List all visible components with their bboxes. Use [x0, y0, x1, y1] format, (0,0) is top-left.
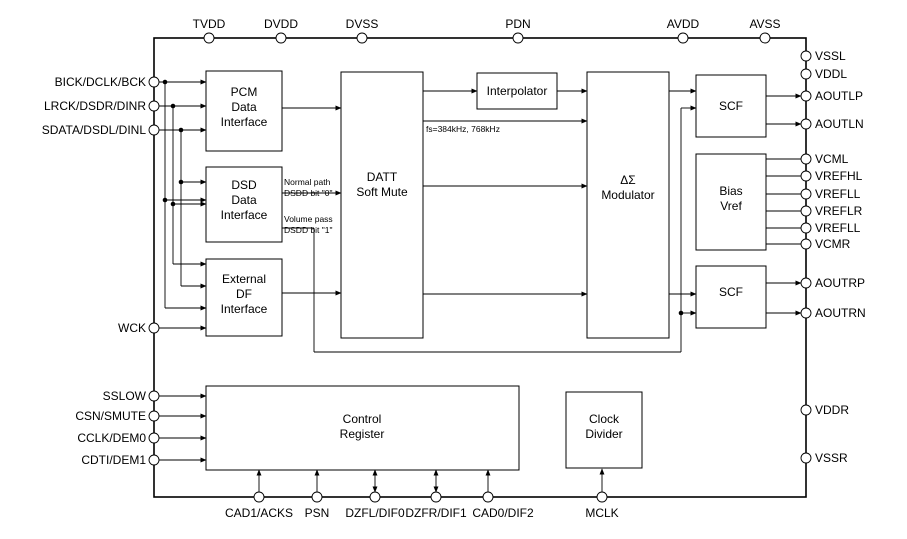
pcm-data-interface-block: PCM Data Interface: [205, 70, 283, 152]
svg-text:DSDD bit "0": DSDD bit "0": [284, 188, 333, 198]
svg-text:MCLK: MCLK: [585, 506, 618, 520]
svg-text:Interpolator: Interpolator: [487, 84, 548, 98]
svg-text:DATT: DATT: [367, 170, 398, 184]
svg-text:DVDD: DVDD: [264, 17, 298, 31]
svg-text:Clock: Clock: [589, 412, 620, 426]
svg-text:DZFR/DIF1: DZFR/DIF1: [405, 506, 467, 520]
svg-text:fs=384kHz, 768kHz: fs=384kHz, 768kHz: [426, 124, 500, 134]
svg-text:LRCK/DSDR/DINR: LRCK/DSDR/DINR: [44, 99, 146, 113]
path-notes: Normal path DSDD bit "0" Volume pass DSD…: [284, 124, 500, 235]
svg-text:Normal path: Normal path: [284, 177, 331, 187]
svg-text:DVSS: DVSS: [346, 17, 379, 31]
svg-text:Volume pass: Volume pass: [284, 214, 333, 224]
left-pins: BICK/DCLK/BCK LRCK/DSDR/DINR SDATA/DSDL/…: [42, 75, 160, 467]
svg-text:Divider: Divider: [585, 427, 622, 441]
control-register-block: Control Register: [205, 385, 520, 471]
bottom-pins: CAD1/ACKS PSN DZFL/DIF0 DZFR/DIF1 CAD0/D…: [225, 491, 619, 520]
svg-text:Interface: Interface: [221, 302, 268, 316]
svg-text:Control: Control: [343, 412, 382, 426]
svg-text:CSN/SMUTE: CSN/SMUTE: [75, 409, 146, 423]
svg-text:DSDD bit "1": DSDD bit "1": [284, 225, 333, 235]
svg-text:Data: Data: [231, 193, 257, 207]
svg-text:External: External: [222, 272, 266, 286]
svg-text:VREFLR: VREFLR: [815, 204, 863, 218]
svg-text:Vref: Vref: [720, 199, 742, 213]
svg-text:CDTI/DEM1: CDTI/DEM1: [81, 453, 146, 467]
delta-sigma-modulator-block: ΔΣ Modulator: [586, 71, 670, 339]
svg-text:DF: DF: [236, 287, 252, 301]
svg-text:CAD1/ACKS: CAD1/ACKS: [225, 506, 293, 520]
external-df-interface-block: External DF Interface: [205, 258, 283, 337]
svg-text:VDDR: VDDR: [815, 403, 849, 417]
datt-soft-mute-block: DATT Soft Mute: [340, 71, 424, 339]
svg-text:Register: Register: [340, 427, 385, 441]
svg-text:SSLOW: SSLOW: [103, 389, 147, 403]
svg-text:Modulator: Modulator: [601, 188, 654, 202]
junction-dots: [162, 79, 684, 316]
svg-text:Interface: Interface: [221, 208, 268, 222]
svg-text:SCF: SCF: [719, 99, 743, 113]
svg-text:VDDL: VDDL: [815, 67, 847, 81]
svg-text:VCMR: VCMR: [815, 237, 851, 251]
svg-text:Data: Data: [231, 100, 257, 114]
svg-text:VCML: VCML: [815, 152, 849, 166]
interpolator-block: Interpolator: [476, 72, 558, 110]
svg-text:PCM: PCM: [231, 85, 258, 99]
svg-text:AVDD: AVDD: [667, 17, 700, 31]
svg-text:PDN: PDN: [505, 17, 530, 31]
svg-text:AOUTRN: AOUTRN: [815, 306, 866, 320]
svg-text:DSD: DSD: [231, 178, 257, 192]
clock-divider-block: Clock Divider: [565, 391, 643, 469]
svg-text:SDATA/DSDL/DINL: SDATA/DSDL/DINL: [42, 123, 147, 137]
bias-vref-block: Bias Vref: [695, 153, 767, 251]
svg-text:VREFHL: VREFHL: [815, 169, 863, 183]
scf-right-block: SCF: [695, 265, 767, 329]
svg-text:TVDD: TVDD: [193, 17, 226, 31]
right-pins: VSSL VDDL AOUTLP AOUTLN VCML VREFHL VREF…: [800, 49, 866, 465]
svg-text:CCLK/DEM0: CCLK/DEM0: [77, 431, 146, 445]
svg-text:BICK/DCLK/BCK: BICK/DCLK/BCK: [55, 75, 146, 89]
svg-text:Bias: Bias: [719, 184, 742, 198]
svg-text:Interface: Interface: [221, 115, 268, 129]
svg-text:Soft Mute: Soft Mute: [356, 185, 408, 199]
svg-text:AOUTLP: AOUTLP: [815, 89, 863, 103]
svg-text:VREFLL: VREFLL: [815, 187, 861, 201]
svg-text:CAD0/DIF2: CAD0/DIF2: [472, 506, 534, 520]
top-pins: TVDD DVDD DVSS PDN AVDD AVSS: [193, 17, 781, 44]
svg-text:AOUTLN: AOUTLN: [815, 117, 864, 131]
svg-text:WCK: WCK: [118, 321, 146, 335]
internal-wiring: [159, 79, 802, 493]
dsd-data-interface-block: DSD Data Interface: [205, 166, 283, 243]
svg-text:VREFLL: VREFLL: [815, 221, 861, 235]
svg-text:SCF: SCF: [719, 285, 743, 299]
svg-text:DZFL/DIF0: DZFL/DIF0: [345, 506, 405, 520]
svg-text:ΔΣ: ΔΣ: [620, 173, 635, 187]
svg-text:VSSR: VSSR: [815, 451, 848, 465]
svg-text:AOUTRP: AOUTRP: [815, 276, 865, 290]
svg-text:VSSL: VSSL: [815, 49, 846, 63]
scf-left-block: SCF: [695, 74, 767, 138]
svg-text:AVSS: AVSS: [749, 17, 780, 31]
svg-text:PSN: PSN: [305, 506, 330, 520]
